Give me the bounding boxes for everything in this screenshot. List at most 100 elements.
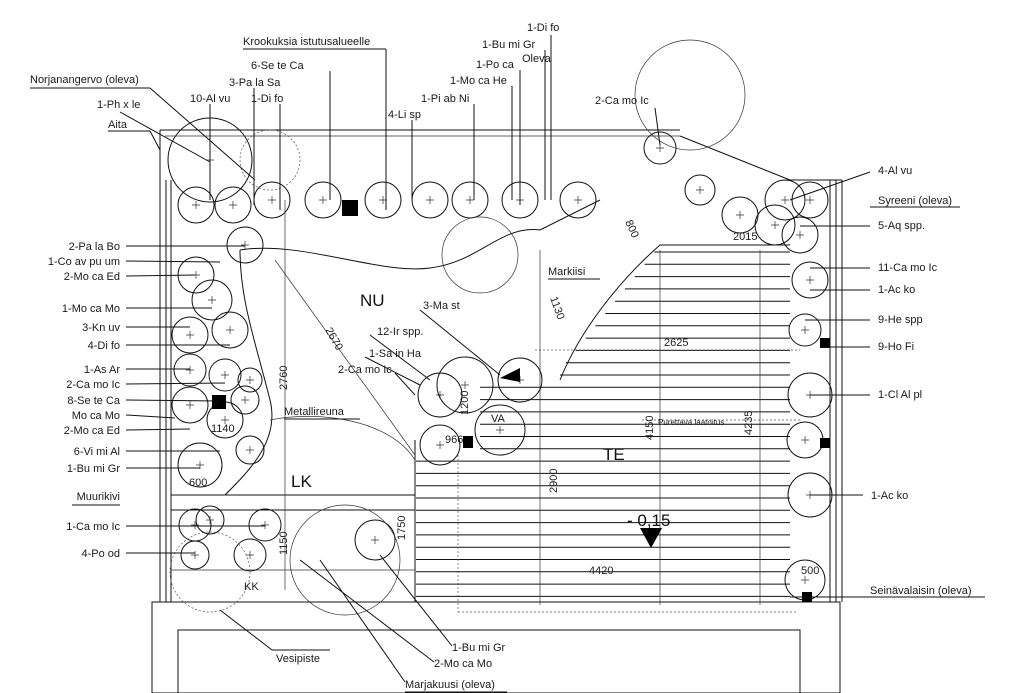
leader-line	[125, 260, 221, 263]
plant-center-mark	[781, 196, 789, 204]
dim: 800	[622, 218, 641, 240]
leader-line	[379, 554, 453, 647]
plant-circle	[214, 186, 252, 224]
label-right: 1-Ac ko	[871, 490, 908, 502]
plant-center-mark	[226, 326, 234, 334]
plant-circle	[171, 316, 209, 354]
leader-line	[125, 414, 176, 419]
dim: 4420	[589, 565, 613, 577]
terrace-curve	[559, 244, 790, 381]
dim: 2900	[548, 469, 560, 493]
plant-circle	[791, 261, 829, 299]
label-left: 4-Di fo	[88, 340, 120, 352]
leader-line	[299, 559, 435, 663]
plant-center-mark	[466, 196, 474, 204]
label-ca-mo-ic: 2-Ca mo Ic	[595, 95, 649, 107]
dim: 2670	[322, 326, 345, 353]
leader-line	[319, 559, 406, 683]
label-right: 1-Cl Al pl	[878, 389, 922, 401]
label-right: 9-Ho Fi	[878, 341, 914, 353]
label-left: 3-Kn uv	[82, 322, 120, 334]
plant-circle	[791, 181, 829, 219]
lamp-symbol	[820, 438, 830, 448]
plant-circle	[248, 508, 282, 542]
label-aita: Aita	[108, 119, 128, 131]
label-mo-ca-he: 1-Mo ca He	[450, 75, 507, 87]
dim: 4150	[644, 416, 656, 440]
label-left: 1-As Ar	[84, 364, 120, 376]
plant-circle	[173, 353, 207, 387]
label-di-fo: 1-Di fo	[251, 93, 283, 105]
plant-center-mark	[246, 446, 254, 454]
plant-center-mark	[206, 516, 214, 524]
plant-center-mark	[371, 536, 379, 544]
plant-center-mark	[461, 381, 469, 389]
bottom-labels: Vesipiste 1-Bu mi Gr 2-Mo ca Mo Marjakuu…	[276, 642, 506, 691]
leader-line	[119, 111, 211, 163]
plant-circle	[354, 519, 396, 561]
plant-circle	[226, 226, 264, 264]
tree-circle	[289, 504, 401, 616]
plant-circle	[436, 356, 494, 414]
area-te: TE	[603, 445, 625, 464]
existing-tree	[634, 39, 746, 151]
tree-circle	[441, 216, 519, 294]
label-pa-la-sa: 3-Pa la Sa	[229, 77, 281, 89]
leader-line	[394, 372, 416, 396]
label-left: 2-Mo ca Ed	[64, 425, 120, 437]
leader-line	[419, 309, 501, 376]
leader-line	[125, 399, 220, 402]
label-bu-mi-gr-bottom: 1-Bu mi Gr	[452, 642, 506, 654]
leader-line	[789, 171, 871, 201]
dim: 1150	[278, 531, 290, 555]
dim: 600	[189, 477, 207, 489]
label-syreeni: Syreeni (oleva)	[878, 195, 952, 207]
fence-diagonal	[679, 135, 791, 181]
label-po-ca: 1-Po ca	[476, 59, 515, 71]
house-outline	[151, 601, 841, 693]
level-marker	[640, 528, 662, 548]
plan-structure	[151, 39, 843, 693]
plant-circle	[177, 186, 215, 224]
house-inner	[177, 629, 801, 693]
label-leaders	[30, 35, 985, 693]
plant-center-mark	[246, 551, 254, 559]
leader-line	[149, 87, 256, 181]
dim: 1140	[211, 423, 235, 435]
plant-center-mark	[736, 211, 744, 219]
plant-center-mark	[426, 196, 434, 204]
existing-shrub	[169, 531, 251, 613]
plant-symbols	[167, 117, 833, 601]
plant-circle	[195, 505, 225, 535]
plant-center-mark	[229, 201, 237, 209]
plant-circle	[177, 442, 223, 488]
label-left: 6-Vi mi Al	[74, 446, 120, 458]
label-se-te-ca: 6-Se te Ca	[251, 60, 304, 72]
dim: 2625	[664, 337, 688, 349]
label-li-sp: 4-Li sp	[388, 109, 421, 121]
plant-center-mark	[796, 231, 804, 239]
dim: 2760	[278, 366, 290, 390]
label-left: 8-Se te Ca	[67, 395, 120, 407]
dim: 966	[445, 434, 463, 446]
label-ca-mo-ic-center: 2-Ca mo Ic	[338, 364, 392, 376]
metal-edge	[224, 199, 601, 496]
label-ph-x-le: 1-Ph x le	[97, 99, 140, 111]
existing-shrub	[239, 129, 301, 191]
plant-circle	[764, 179, 806, 221]
plant-center-mark	[221, 371, 229, 379]
plant-center-mark	[806, 276, 814, 284]
label-marjakuusi: Marjakuusi (oleva)	[405, 679, 495, 691]
lamp-symbol	[500, 368, 520, 382]
plant-circle	[364, 181, 402, 219]
plant-center-mark	[186, 331, 194, 339]
center-labels: Markiisi 3-Ma st 12-Ir spp. 1-Sa in Ha 2…	[284, 266, 724, 427]
terrace-hatch	[416, 250, 790, 605]
plant-circle	[191, 279, 233, 321]
plant-center-mark	[436, 441, 444, 449]
label-right: 5-Aq spp.	[878, 220, 925, 232]
lamp-symbol	[820, 338, 830, 348]
label-left: 2-Ca mo Ic	[66, 379, 120, 391]
dim: 4235	[743, 411, 755, 435]
plant-center-mark	[241, 241, 249, 249]
